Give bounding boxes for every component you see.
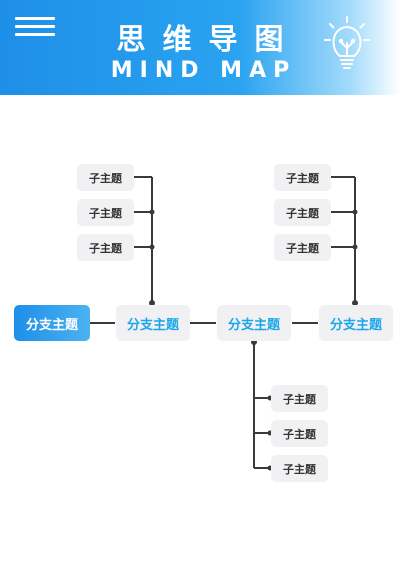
header-banner: 思维导图 MIND MAP [0,0,400,95]
hamburger-menu-icon[interactable] [15,17,55,37]
branch-node-root[interactable]: 分支主题 [14,305,90,341]
subtopic-node[interactable]: 子主题 [274,199,331,226]
subtopic-node[interactable]: 子主题 [274,234,331,261]
subtopic-node[interactable]: 子主题 [271,420,328,447]
page-subtitle: MIND MAP [110,58,297,83]
subtopic-node[interactable]: 子主题 [77,234,134,261]
subtopic-node[interactable]: 子主题 [271,385,328,412]
subtopic-node[interactable]: 子主题 [274,164,331,191]
subtopic-node[interactable]: 子主题 [77,164,134,191]
subtopic-node[interactable]: 子主题 [77,199,134,226]
branch-node[interactable]: 分支主题 [116,305,190,341]
subtopic-node[interactable]: 子主题 [271,455,328,482]
branch-node[interactable]: 分支主题 [319,305,393,341]
branch-node[interactable]: 分支主题 [217,305,291,341]
lightbulb-icon [324,16,370,69]
page-title: 思维导图 [116,22,301,56]
